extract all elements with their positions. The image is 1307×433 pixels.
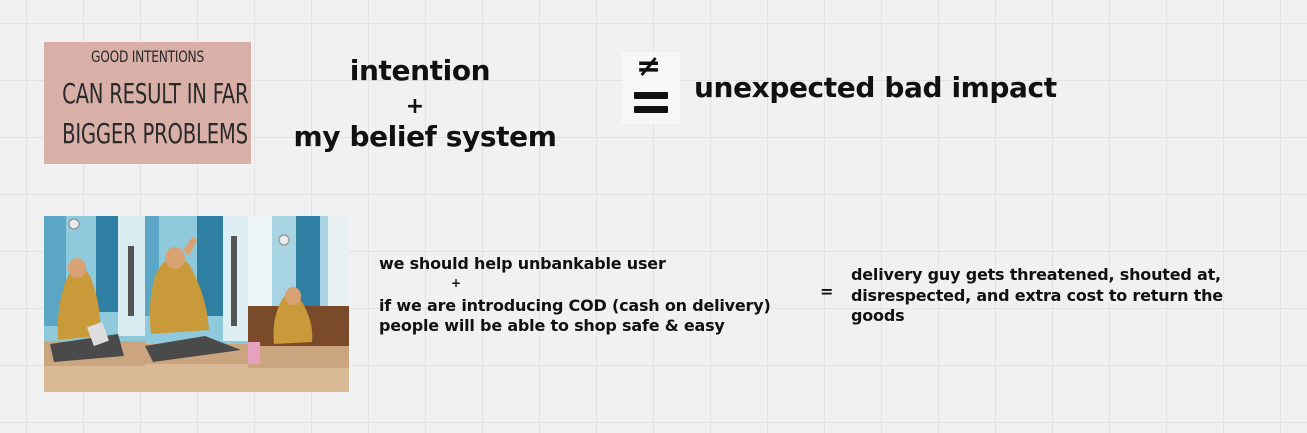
woman-in-hijab-photo-1 (44, 216, 145, 392)
example-line-2[interactable]: if we are introducing COD (cash on deliv… (379, 296, 771, 315)
result-line-3[interactable]: goods (851, 306, 905, 325)
unexpected-impact-text[interactable]: unexpected bad impact (694, 71, 1057, 104)
equals-bar-bottom (634, 106, 668, 113)
woman-in-hijab-photo-2 (145, 216, 248, 392)
card-line-1: GOOD INTENTIONS (91, 47, 204, 66)
example-line-3[interactable]: people will be able to shop safe & easy (379, 316, 725, 335)
result-line-2[interactable]: disrespected, and extra cost to return t… (851, 286, 1223, 305)
plus-sign: + (405, 94, 425, 119)
example-line-1[interactable]: we should help unbankable user (379, 254, 666, 273)
good-intentions-card[interactable]: GOOD INTENTIONS CAN RESULT IN FAR BIGGER… (44, 42, 251, 164)
example-plus: + (451, 276, 461, 290)
woman-in-hijab-photo-3 (248, 216, 349, 392)
card-line-2: CAN RESULT IN FAR (62, 77, 249, 110)
equals-bar-top (634, 92, 668, 99)
belief-system-text[interactable]: my belief system (293, 120, 557, 153)
card-line-3: BIGGER PROBLEMS (62, 117, 248, 150)
not-equal-symbol: ≠ (636, 49, 662, 84)
intention-text[interactable]: intention (349, 54, 491, 87)
result-line-1[interactable]: delivery guy gets threatened, shouted at… (851, 265, 1221, 284)
example-equals: = (820, 282, 834, 301)
photo-strip[interactable] (44, 216, 349, 392)
